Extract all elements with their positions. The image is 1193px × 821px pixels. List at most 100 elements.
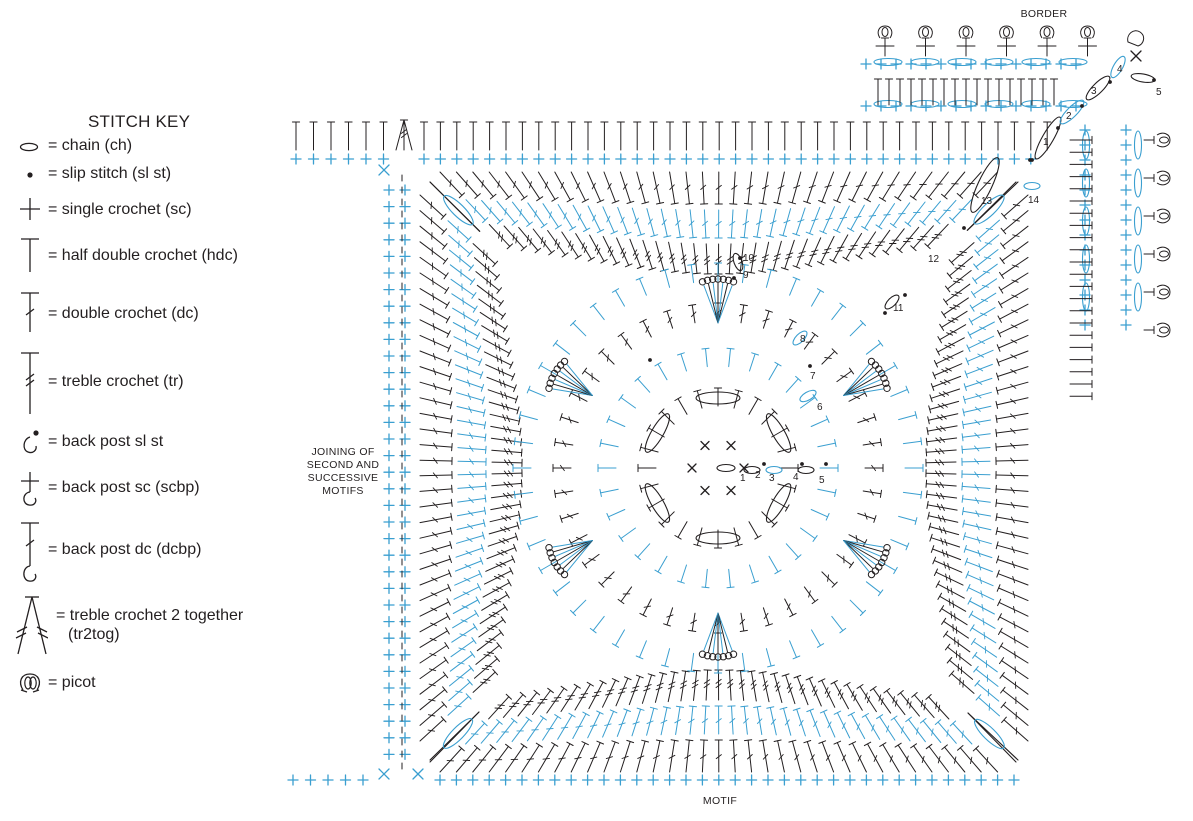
stitch-mark	[705, 669, 709, 701]
stitch-mark	[448, 358, 452, 367]
stitch-mark	[947, 270, 972, 290]
stitch-mark	[756, 220, 763, 225]
stitch-mark	[527, 202, 545, 227]
stitch-mark	[867, 743, 884, 773]
stitch-mark	[626, 739, 635, 744]
stitch-mark	[442, 671, 449, 679]
stitch-mark	[839, 216, 848, 220]
stitch-mark	[863, 243, 872, 245]
stitch-mark	[761, 258, 768, 263]
stitch-mark	[999, 671, 1005, 679]
stitch-mark	[703, 679, 711, 684]
stitch-mark	[795, 554, 802, 561]
round-number-center: 14	[1028, 195, 1040, 206]
stitch-mark	[680, 353, 687, 372]
stitch-mark	[496, 719, 503, 725]
stitch-mark	[521, 744, 540, 773]
stitch-mark	[821, 679, 836, 708]
stitch-mark	[747, 754, 753, 760]
stitch-mark	[843, 379, 881, 396]
stitch-mark	[849, 599, 864, 614]
stitch-mark	[999, 257, 1005, 265]
stitch-mark	[1000, 272, 1029, 291]
stitch-mark	[505, 743, 512, 750]
stitch-mark	[999, 303, 1029, 320]
stitch-mark	[465, 236, 472, 243]
stitch-mark	[660, 511, 675, 526]
stitch-mark	[639, 484, 643, 493]
stitch-mark	[430, 607, 438, 612]
stitch-mark	[419, 288, 448, 306]
stitch-mark	[505, 403, 509, 411]
stitch-mark	[692, 669, 701, 672]
stitch-mark	[996, 516, 1029, 524]
stitch-mark	[974, 471, 979, 478]
stitch-mark	[732, 739, 736, 773]
stitch-mark	[498, 300, 504, 307]
stitch-mark	[468, 471, 474, 478]
stitch-mark	[445, 316, 451, 324]
stitch-mark	[1010, 413, 1016, 419]
slip-stitch-mark	[1056, 126, 1060, 130]
stitch-mark	[779, 706, 788, 710]
stitch-mark	[701, 171, 705, 205]
round-number-center: 7	[810, 371, 816, 382]
stitch-mark	[740, 670, 749, 673]
stitch-mark	[441, 701, 448, 708]
back-post-mark	[560, 357, 569, 366]
stitch-mark	[894, 699, 898, 707]
stitch-mark	[974, 419, 981, 425]
stitch-mark	[494, 655, 500, 662]
stitch-mark	[644, 684, 652, 688]
chain-mark	[1133, 168, 1143, 198]
stitch-mark	[482, 519, 486, 528]
stitch-mark	[655, 739, 664, 742]
stitch-mark	[961, 507, 965, 516]
stitch-mark	[762, 185, 769, 190]
stitch-mark	[726, 485, 736, 496]
stitch-mark	[975, 393, 982, 399]
slip-stitch-mark	[1030, 158, 1034, 162]
stitch-mark	[796, 238, 808, 268]
stitch-mark	[970, 291, 976, 298]
stitch-mark	[746, 185, 754, 190]
back-post-mark	[867, 570, 876, 579]
stitch-mark	[478, 619, 504, 638]
stitch-mark	[996, 358, 1000, 367]
stitch-mark	[493, 575, 501, 580]
stitch-mark	[833, 199, 841, 204]
stitch-mark	[526, 234, 530, 243]
stitch-mark	[873, 755, 878, 762]
stitch-mark	[943, 298, 949, 306]
stitch-mark	[824, 687, 829, 694]
stitch-mark	[573, 683, 581, 689]
stitch-mark	[518, 510, 521, 519]
stitch-mark	[475, 332, 481, 340]
stitch-mark	[961, 445, 963, 454]
stitch-mark	[949, 659, 974, 680]
stitch-mark	[825, 217, 833, 221]
back-post-mark	[729, 650, 738, 658]
stitch-mark	[847, 227, 855, 232]
stitch-mark	[778, 754, 784, 760]
stitch-mark	[946, 272, 953, 279]
stitch-mark	[483, 678, 491, 681]
stitch-mark	[843, 364, 870, 396]
stitch-mark	[937, 514, 942, 522]
slip-stitch-mark	[800, 462, 804, 466]
stitch-mark	[983, 256, 992, 260]
stitch-mark	[808, 237, 822, 266]
stitch-mark	[920, 490, 923, 499]
stitch-mark	[717, 612, 733, 651]
stitch-mark	[660, 719, 668, 724]
crochet-chart: 1 2 3 4 5 6 7 8 9 10 11 12 13 14 1 2 3 4…	[287, 25, 1171, 786]
stitch-mark	[995, 498, 998, 508]
stitch-mark	[496, 331, 499, 340]
stitch-mark	[774, 569, 782, 575]
stitch-mark	[534, 247, 542, 254]
stitch-mark	[974, 263, 998, 282]
stitch-mark	[497, 180, 500, 188]
stitch-mark	[871, 464, 877, 472]
stitch-mark	[442, 686, 448, 693]
picot-mark	[1159, 136, 1169, 144]
